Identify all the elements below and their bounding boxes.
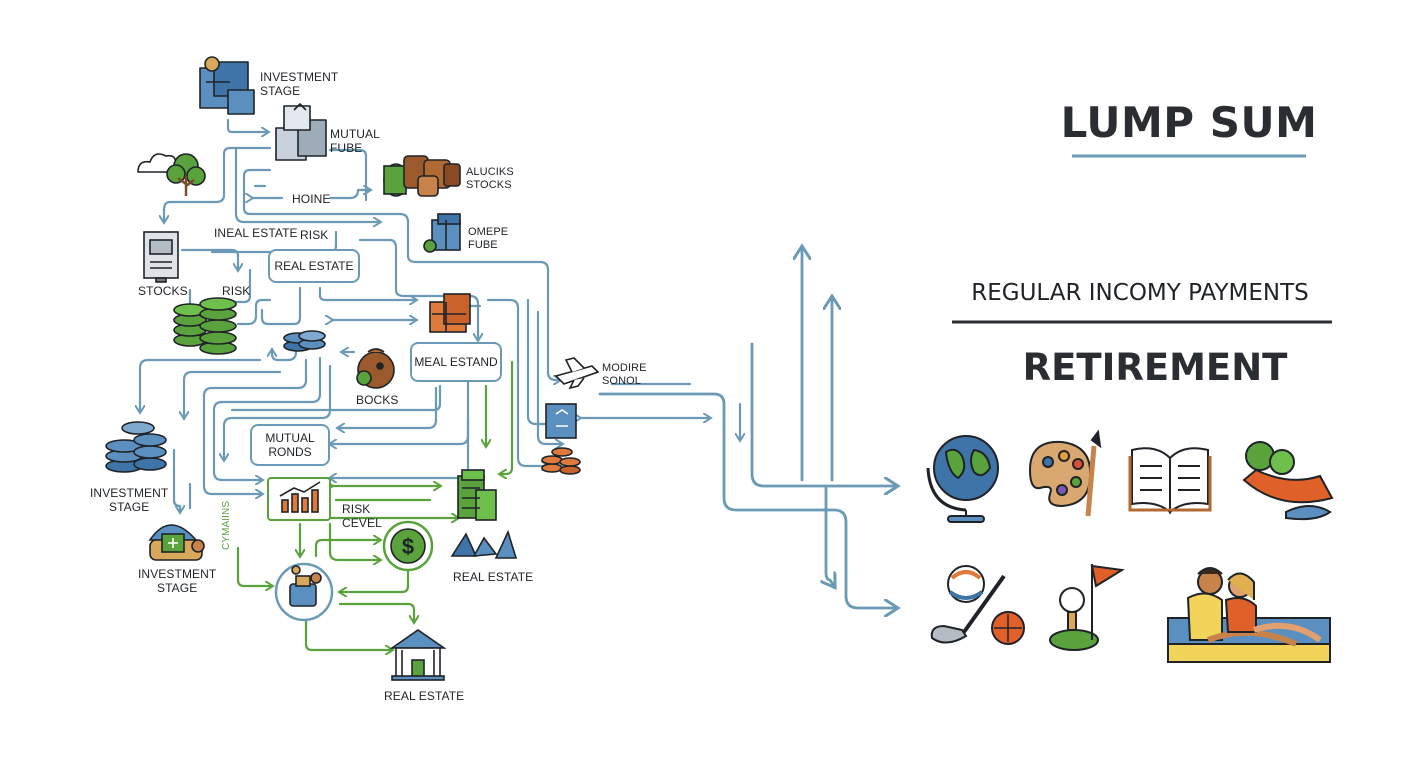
dollar-coin-icon: $: [382, 520, 434, 572]
mutual-ronds-box-label: MUTUAL RONDS: [250, 424, 330, 466]
tree-cloud-icon: [137, 153, 206, 196]
stacked-bills-icon: [457, 469, 497, 521]
meal-estand-box: MEAL ESTAND: [410, 342, 502, 382]
tents-icon: [450, 529, 518, 559]
bocks-label: BOCKS: [356, 393, 399, 407]
real-estate-bottom-label: REAL ESTATE: [384, 689, 465, 703]
ineal-estate-label: INEAL ESTATE: [214, 226, 298, 240]
golf-flag-icon: [1049, 564, 1125, 651]
money-bag-icon: [356, 348, 395, 389]
omepe-fube-label: OMEPE FUBE: [468, 226, 509, 251]
server-icon: [143, 231, 179, 283]
barrels-icon: [383, 155, 461, 197]
coin-stack-icon: [173, 297, 237, 355]
risk-top-label: RISK: [300, 228, 329, 242]
coins-icon: [283, 330, 326, 352]
blocks-icon: [199, 56, 255, 115]
jar-icon: [274, 562, 334, 622]
airplane-icon: [554, 357, 600, 390]
chart-icon: [267, 477, 331, 521]
briefcase-icon: [429, 293, 471, 333]
modire-sonol-label: MODIRE SONOL: [602, 362, 647, 387]
blue-flow-lines: [140, 118, 896, 608]
svg-text:$: $: [402, 534, 414, 559]
globe-icon: [926, 435, 999, 523]
tower-stack-icon: [105, 421, 167, 473]
open-book-icon: [1128, 447, 1212, 515]
lump-sum-heading: LUMP SUM: [1060, 98, 1318, 147]
real-estate-right-label: REAL ESTATE: [453, 570, 534, 584]
beach-couple-icon: [1167, 567, 1331, 663]
palette-icon: [1028, 429, 1102, 517]
investment-stage-low-label: INVESTMENT STAGE: [138, 567, 217, 595]
mutual-fund-blocks-icon: [275, 103, 327, 161]
risk-left-label: RISK: [222, 284, 251, 298]
green-flow-lines: [236, 360, 514, 650]
mutual-fube-label: MUTUAL FUBE: [330, 127, 380, 155]
coins-small-icon: [541, 447, 581, 475]
retirement-heading: RETIREMENT: [1022, 346, 1288, 389]
umbrella-person-icon: [148, 524, 205, 561]
real-estate-box: REAL ESTATE: [268, 249, 360, 283]
cymaiins-label: CYMAIINS: [221, 500, 232, 550]
golf-club-icon: [930, 565, 1025, 645]
gift-box-icon: [423, 213, 461, 253]
stocks-label: STOCKS: [138, 284, 188, 298]
regular-income-heading: REGULAR INCOMY PAYMENTS: [971, 280, 1309, 306]
aluciks-stocks-label: ALUCIKS STOCKS: [466, 166, 514, 191]
bank-icon: [389, 629, 447, 681]
investment-stage-top-label: INVESTMENT STAGE: [260, 70, 339, 98]
hammock-icon: [1242, 441, 1334, 521]
risk-level-label: RISK CEVEL: [342, 502, 382, 530]
document-icon: [545, 403, 577, 439]
investment-stage-mid-label: INVESTMENT STAGE: [90, 486, 169, 514]
hoine-label: HOINE: [292, 192, 331, 206]
